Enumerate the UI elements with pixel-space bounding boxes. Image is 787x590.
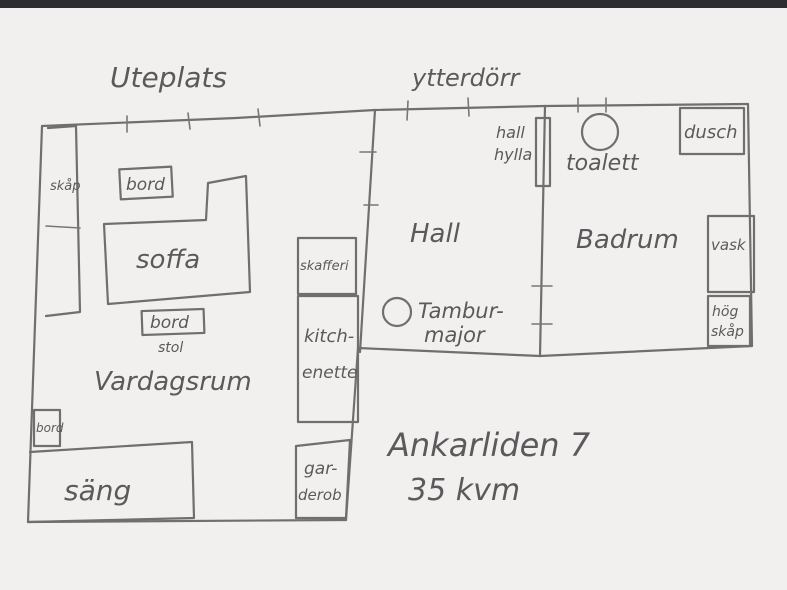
label-vardagsrum: Vardagsrum (94, 367, 252, 397)
bath-right-wall (746, 102, 754, 348)
label-skafferi: skafferi (300, 259, 349, 274)
label-sang: säng (64, 474, 131, 507)
mid-table (140, 307, 206, 337)
label-hogskap-1: hög (712, 304, 738, 320)
label-skap: skåp (50, 179, 81, 194)
small-table (32, 408, 62, 448)
label-garderob-2: derob (298, 486, 342, 504)
label-bord-mid: bord (150, 313, 189, 333)
label-tamburmajor-2: major (424, 323, 486, 347)
living-room-top-wall (40, 108, 377, 128)
tall-cabinet (706, 294, 752, 348)
label-tamburmajor-1: Tambur- (418, 299, 504, 323)
coat-stand-circle (381, 296, 413, 328)
hall-shelf (534, 116, 552, 188)
hall-top-wall (373, 104, 547, 112)
kitchenette (296, 294, 360, 424)
label-stol: stol (158, 340, 183, 356)
sofa (102, 174, 252, 306)
label-toalett: toalett (566, 151, 640, 176)
label-badrum: Badrum (576, 225, 679, 255)
bath-top-wall (543, 102, 750, 108)
label-garderob-1: gar- (304, 459, 337, 479)
wardrobe (294, 438, 352, 520)
living-room-left-wall (26, 124, 44, 524)
bath-bottom-wall (538, 344, 754, 358)
sink (706, 214, 756, 294)
top-table (118, 165, 174, 201)
hall-bath-wall (538, 104, 547, 358)
label-area: 35 kvm (408, 473, 520, 508)
hall-bottom-wall (356, 346, 542, 358)
label-uteplats: Uteplats (110, 61, 227, 94)
label-kitchenette-2: enette (302, 363, 357, 383)
label-ytterdorr: ytterdörr (411, 64, 521, 92)
label-hall: Hall (410, 219, 461, 249)
label-bord-top: bord (126, 175, 165, 195)
label-soffa: soffa (136, 245, 200, 275)
bed (26, 440, 196, 524)
label-vask: vask (711, 236, 747, 254)
label-hall-shelf-2: hylla (494, 145, 532, 164)
label-kitchenette-1: kitch- (304, 326, 354, 347)
label-address: Ankarliden 7 (386, 426, 591, 464)
pantry (296, 236, 358, 296)
label-hogskap-2: skåp (711, 323, 744, 340)
wall-ticks (126, 97, 607, 325)
label-hall-shelf-1: hall (496, 123, 525, 142)
toilet-circle (580, 112, 620, 152)
skap-cabinet (44, 124, 82, 318)
label-dusch: dusch (684, 122, 738, 143)
shower (678, 106, 746, 156)
hall-left-wall (358, 108, 377, 354)
label-bord-small: bord (36, 421, 64, 435)
